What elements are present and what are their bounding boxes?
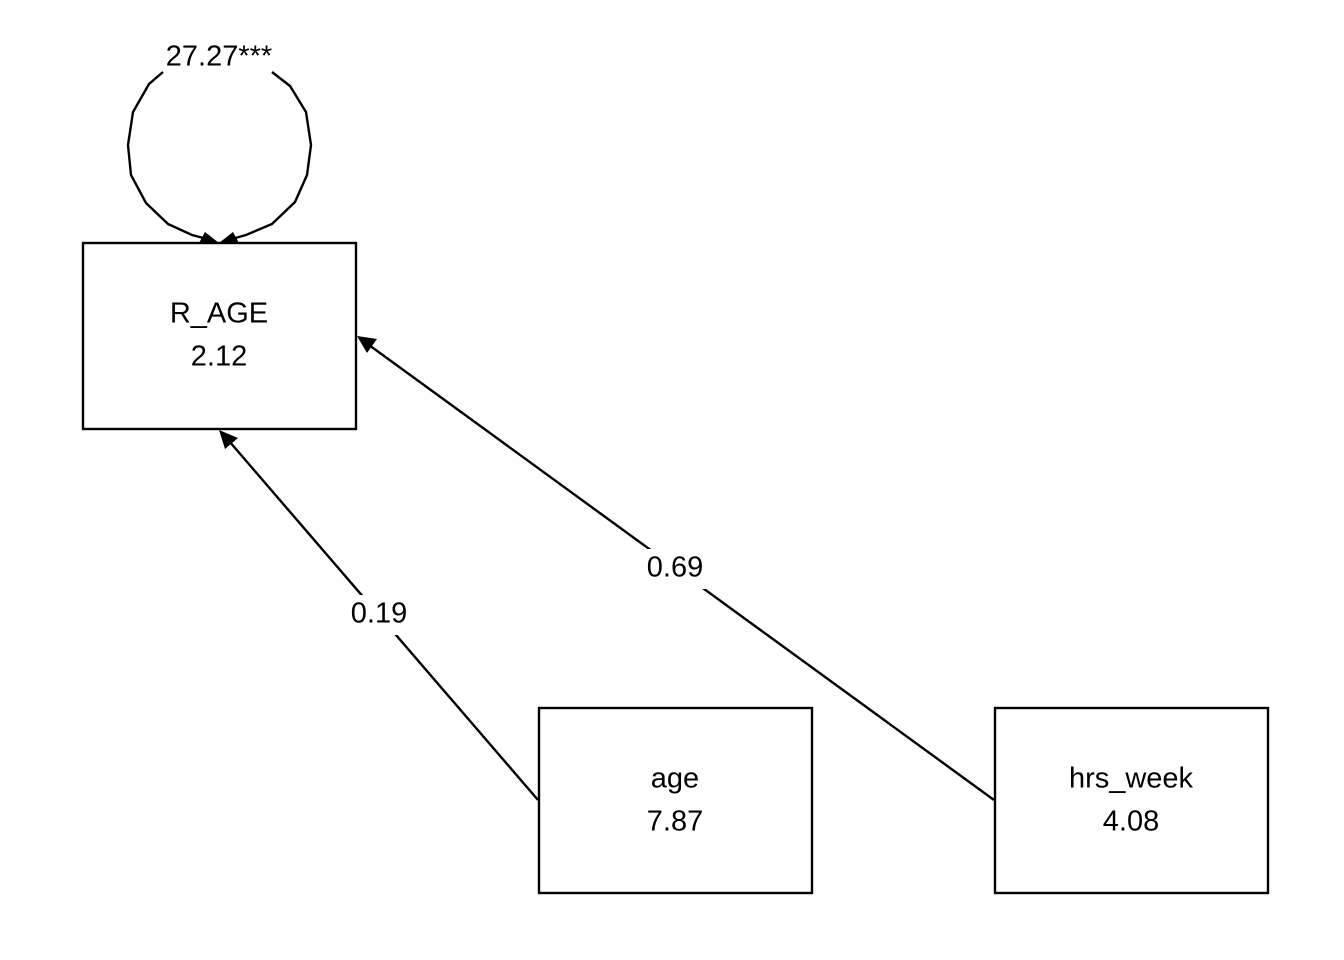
variance-arrowhead-right [219, 232, 239, 243]
edge-age-label-bg [343, 595, 413, 635]
node-hrs-week: hrs_week 4.08 [993, 706, 1270, 895]
edge-age-arrowhead [219, 430, 238, 449]
node-r-age-name: R_AGE [170, 298, 268, 330]
edge-age-label: 0.19 [351, 598, 407, 630]
node-hrs-week-value: 4.08 [1103, 806, 1159, 838]
node-r-age: R_AGE 2.12 [81, 241, 358, 431]
edge-age-to-r-age: 0.19 [219, 430, 539, 801]
node-hrs-week-name: hrs_week [1069, 763, 1194, 795]
variance-label: 27.27*** [166, 41, 272, 73]
node-age: age 7.87 [537, 706, 814, 895]
node-age-box [537, 706, 814, 895]
edge-hrs-week-label: 0.69 [647, 552, 703, 584]
node-age-name: age [651, 763, 699, 795]
variance-arrowhead-left [199, 232, 219, 243]
node-r-age-box [81, 241, 358, 431]
node-r-age-value: 2.12 [191, 341, 247, 373]
edge-hrs-week-arrowhead [357, 336, 377, 353]
variance-loop-path [126, 71, 212, 242]
edge-hrs-week-label-bg [638, 549, 714, 589]
node-hrs-week-box [993, 706, 1270, 895]
node-age-value: 7.87 [647, 806, 703, 838]
variance-loop: 27.27*** [126, 41, 313, 243]
edge-hrs-week-to-r-age: 0.69 [357, 336, 995, 801]
variance-loop-path-right [227, 71, 313, 242]
